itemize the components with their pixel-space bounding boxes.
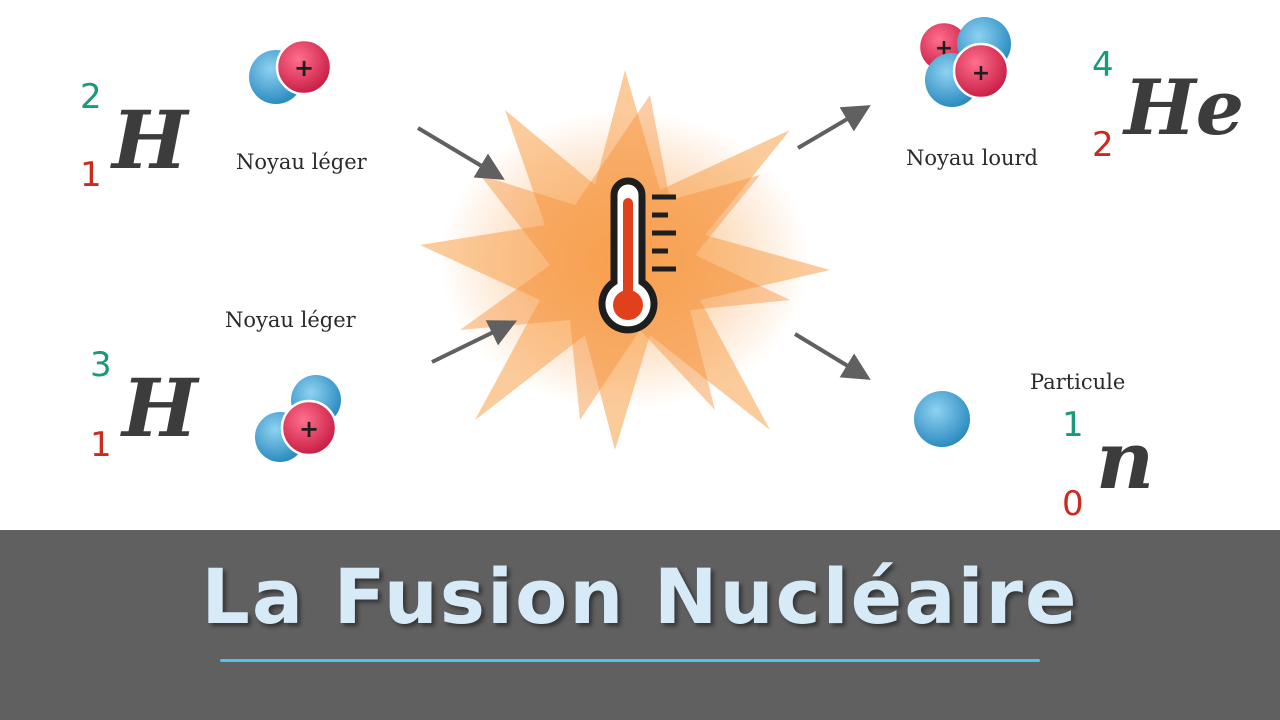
tritium-symbol: H (122, 361, 198, 455)
diagram-area: + + + + 2 1 H Noyau léger 3 1 H Noyau lé… (80, 17, 1245, 524)
deuterium-atomic-number: 1 (80, 155, 102, 195)
arrow-out-top (796, 105, 871, 150)
helium-atomic-number: 2 (1092, 125, 1114, 165)
helium-mass-number: 4 (1092, 45, 1114, 85)
proton-sign: + (299, 415, 319, 443)
deuterium-symbol: H (112, 93, 188, 187)
neutron-symbol: n (1096, 413, 1155, 507)
tritium-mass-number: 3 (90, 345, 112, 385)
thermometer-icon (598, 177, 676, 334)
deuterium-mass-number: 2 (80, 77, 102, 117)
helium-symbol: He (1124, 63, 1245, 152)
proton-sign: + (972, 61, 990, 86)
helium-nucleus: + + (917, 17, 1011, 107)
neutron-mass-number: 1 (1062, 405, 1084, 445)
tritium-atomic-number: 1 (90, 425, 112, 465)
helium-label: Noyau lourd (906, 146, 1038, 170)
arrow-in-top (416, 126, 505, 180)
title-banner (0, 530, 1280, 720)
free-neutron-particle (914, 391, 970, 447)
fusion-diagram: + + + + (249, 17, 1011, 462)
arrow-out-bottom (793, 332, 871, 380)
neutron-atomic-number: 0 (1062, 484, 1084, 524)
neutron-label: Particule (1030, 370, 1126, 394)
deuterium-nucleus: + (249, 38, 333, 104)
tritium-label: Noyau léger (225, 308, 356, 332)
arrow-in-bottom (431, 320, 518, 364)
proton-sign: + (294, 54, 314, 82)
deuterium-label: Noyau léger (236, 150, 367, 174)
title-underline (220, 659, 1040, 662)
proton-particle (952, 42, 1010, 100)
tritium-nucleus: + (255, 375, 341, 462)
proton-particle (280, 399, 338, 457)
proton-particle (275, 38, 333, 96)
page-title: La Fusion Nucléaire (201, 552, 1079, 641)
